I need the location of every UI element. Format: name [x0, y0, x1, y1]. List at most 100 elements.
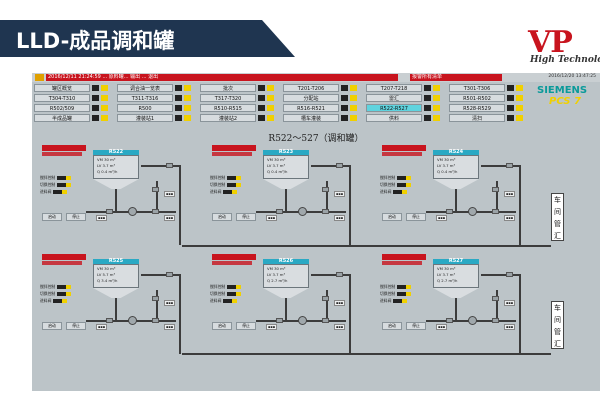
nav-button[interactable]: 雷汇 [366, 94, 422, 102]
valve-icon[interactable] [492, 296, 499, 301]
nav-button[interactable]: T301-T306 [449, 84, 505, 92]
stop-button[interactable]: 停止 [236, 213, 256, 221]
pump-icon[interactable] [128, 316, 137, 325]
valve-icon[interactable] [152, 318, 159, 323]
control-row[interactable]: 搅拌控制 [380, 284, 412, 289]
valve-icon[interactable] [506, 163, 513, 168]
valve-icon[interactable] [336, 272, 343, 277]
valve-icon[interactable] [106, 209, 113, 214]
control-row[interactable]: 进料阀 [380, 189, 408, 194]
valve-tag[interactable]: ▪▪▪ [436, 215, 448, 221]
valve-tag[interactable]: ▪▪▪ [504, 215, 516, 221]
valve-icon[interactable] [152, 187, 159, 192]
tank-id[interactable]: R525 [93, 259, 139, 264]
valve-icon[interactable] [492, 187, 499, 192]
nav-button[interactable]: 清扫 [449, 114, 505, 122]
nav-button[interactable]: 槽车灌装 [283, 114, 339, 122]
valve-icon[interactable] [276, 209, 283, 214]
start-button[interactable]: 启动 [382, 322, 402, 330]
pump-icon[interactable] [298, 207, 307, 216]
start-button[interactable]: 启动 [42, 322, 62, 330]
control-row[interactable]: 切换控制 [210, 291, 242, 296]
nav-button[interactable]: 供料 [366, 114, 422, 122]
valve-tag[interactable]: ▪▪▪ [504, 191, 516, 197]
valve-icon[interactable] [336, 163, 343, 168]
start-button[interactable]: 启动 [212, 322, 232, 330]
control-row[interactable]: 进料阀 [40, 189, 68, 194]
valve-icon[interactable] [322, 318, 329, 323]
control-row[interactable]: 进料阀 [40, 298, 68, 303]
valve-icon[interactable] [322, 209, 329, 214]
nav-button[interactable]: T317-T320 [200, 94, 256, 102]
nav-button[interactable]: 调合油一览表 [117, 84, 173, 92]
valve-icon[interactable] [322, 187, 329, 192]
valve-tag[interactable]: ▪▪▪ [164, 324, 176, 330]
control-row[interactable]: 切换控制 [380, 291, 412, 296]
tank-id[interactable]: R526 [263, 259, 309, 264]
alarm-message[interactable]: 2016/12/11 21:24:59 ... 原料罐... 输出 ... 退出 [46, 74, 398, 81]
nav-button[interactable]: 分配站 [283, 94, 339, 102]
valve-tag[interactable]: ▪▪▪ [334, 191, 346, 197]
valve-tag[interactable]: ▪▪▪ [266, 215, 278, 221]
valve-icon[interactable] [446, 209, 453, 214]
valve-tag[interactable]: ▪▪▪ [334, 215, 346, 221]
stop-button[interactable]: 停止 [236, 322, 256, 330]
start-button[interactable]: 启动 [212, 213, 232, 221]
valve-tag[interactable]: ▪▪▪ [96, 324, 108, 330]
valve-icon[interactable] [492, 209, 499, 214]
valve-tag[interactable]: ▪▪▪ [436, 324, 448, 330]
nav-button[interactable]: 罐区概览 [34, 84, 90, 92]
valve-icon[interactable] [152, 209, 159, 214]
nav-button[interactable]: T311-T316 [117, 94, 173, 102]
pump-icon[interactable] [468, 207, 477, 216]
nav-button[interactable]: 灌装站1 [117, 114, 173, 122]
pump-icon[interactable] [298, 316, 307, 325]
nav-button[interactable]: R501-R502 [449, 94, 505, 102]
control-row[interactable]: 进料阀 [380, 298, 408, 303]
tank-id[interactable]: R527 [433, 259, 479, 264]
valve-icon[interactable] [166, 272, 173, 277]
valve-tag[interactable]: ▪▪▪ [334, 300, 346, 306]
stop-button[interactable]: 停止 [66, 213, 86, 221]
nav-button[interactable]: T207-T218 [366, 84, 422, 92]
alarm-icon[interactable] [35, 74, 44, 81]
nav-button[interactable]: R500 [117, 104, 173, 112]
control-row[interactable]: 搅拌控制 [380, 175, 412, 180]
control-row[interactable]: 搅拌控制 [40, 284, 72, 289]
nav-button[interactable]: T304-T310 [34, 94, 90, 102]
valve-icon[interactable] [446, 318, 453, 323]
stop-button[interactable]: 停止 [406, 322, 426, 330]
control-row[interactable]: 搅拌控制 [40, 175, 72, 180]
valve-tag[interactable]: ▪▪▪ [164, 191, 176, 197]
valve-icon[interactable] [166, 163, 173, 168]
control-row[interactable]: 搅拌控制 [210, 284, 242, 289]
valve-icon[interactable] [322, 296, 329, 301]
pump-icon[interactable] [468, 316, 477, 325]
stop-button[interactable]: 停止 [406, 213, 426, 221]
nav-button[interactable]: R516-R521 [283, 104, 339, 112]
valve-tag[interactable]: ▪▪▪ [334, 324, 346, 330]
valve-tag[interactable]: ▪▪▪ [504, 324, 516, 330]
valve-tag[interactable]: ▪▪▪ [96, 215, 108, 221]
nav-button[interactable]: R528-R529 [449, 104, 505, 112]
control-row[interactable]: 切换控制 [210, 182, 242, 187]
start-button[interactable]: 启动 [382, 213, 402, 221]
control-row[interactable]: 进料阀 [210, 298, 238, 303]
valve-tag[interactable]: ▪▪▪ [266, 324, 278, 330]
valve-tag[interactable]: ▪▪▪ [164, 300, 176, 306]
tank-id[interactable]: R523 [263, 150, 309, 155]
stop-button[interactable]: 停止 [66, 322, 86, 330]
valve-icon[interactable] [152, 296, 159, 301]
nav-button[interactable]: 批次 [200, 84, 256, 92]
control-row[interactable]: 进料阀 [210, 189, 238, 194]
valve-icon[interactable] [276, 318, 283, 323]
nav-button[interactable]: R502/509 [34, 104, 90, 112]
nav-button[interactable]: R522-R527 [366, 104, 422, 112]
control-row[interactable]: 搅拌控制 [210, 175, 242, 180]
valve-icon[interactable] [506, 272, 513, 277]
